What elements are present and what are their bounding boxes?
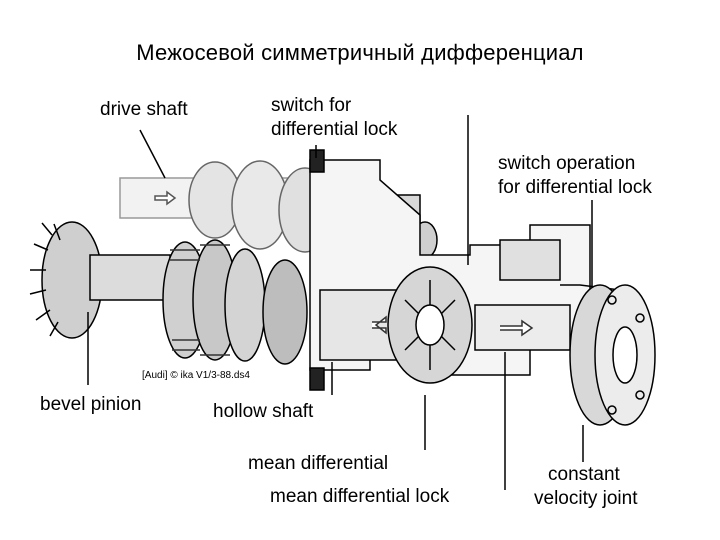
label-switch-operation-line-2: for differential lock <box>498 177 652 198</box>
label-drive-shaft: drive shaft <box>100 99 188 120</box>
label-switch-operation: switch operation for differential lock <box>498 152 652 200</box>
mean-differential-illustration <box>387 266 473 384</box>
slide-title: Межосевой симметричный дифференциал <box>136 40 584 65</box>
label-mean-differential-lock: mean differential lock <box>270 486 450 507</box>
drive-shaft-illustration <box>119 160 438 259</box>
bevel-pinion-illustration <box>29 221 171 339</box>
label-switch-operation-line-1: switch operation <box>498 153 636 174</box>
label-bevel-pinion: bevel pinion <box>40 394 142 415</box>
label-constant-velocity-joint: constant velocity joint <box>534 463 638 511</box>
label-cv-line-2: velocity joint <box>534 488 638 509</box>
cv-joint-illustration <box>569 284 656 426</box>
leader-lines <box>87 115 593 490</box>
image-credit: [Audi] © ika V1/3-88.ds4 <box>142 370 250 381</box>
label-hollow-shaft: hollow shaft <box>213 401 314 422</box>
label-cv-line-1: constant <box>548 464 620 485</box>
label-mean-differential: mean differential <box>248 453 389 474</box>
label-switch-for-line-1: switch for <box>271 95 352 116</box>
label-switch-for-differential-lock: switch for differential lock <box>271 94 397 142</box>
label-switch-for-line-2: differential lock <box>271 119 398 140</box>
gear-stack-illustration <box>162 239 308 365</box>
